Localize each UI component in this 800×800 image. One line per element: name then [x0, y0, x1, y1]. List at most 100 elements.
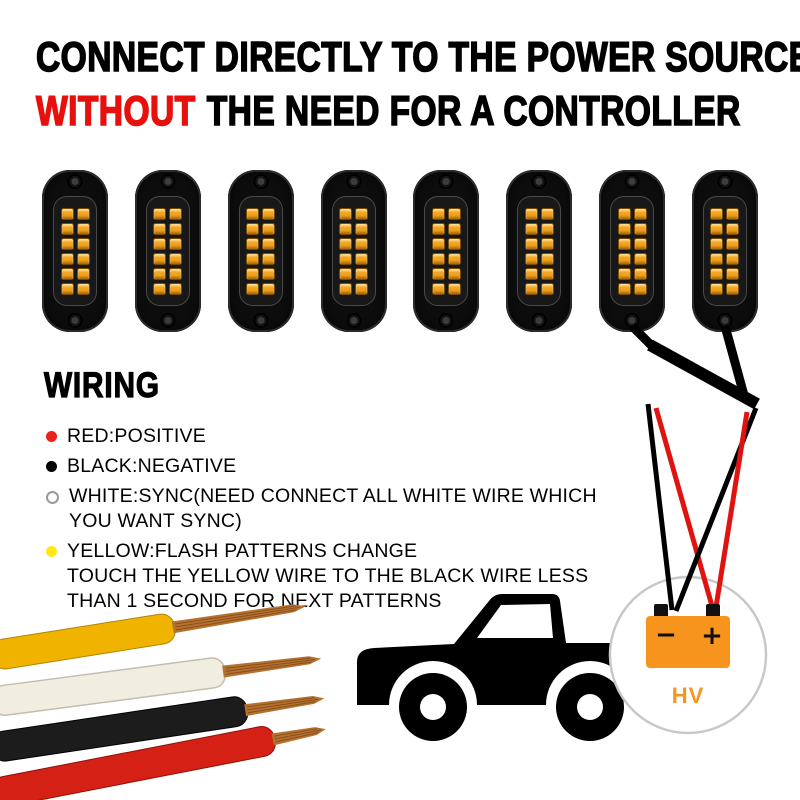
led-chip [447, 267, 461, 280]
led-chip [633, 282, 647, 295]
led-chip [633, 267, 647, 280]
screw-hole-icon [440, 176, 452, 187]
led-grid [617, 207, 647, 295]
wiring-item: RED:POSITIVE [44, 424, 597, 449]
led-chip [76, 282, 90, 295]
led-chip [262, 252, 276, 265]
battery-plus-sign: + [701, 621, 723, 651]
led-chip [169, 282, 183, 295]
led-chip [633, 237, 647, 250]
screw-hole-icon [69, 315, 81, 326]
led-chip [524, 267, 538, 280]
led-chip [355, 237, 369, 250]
led-chip [355, 222, 369, 235]
led-chip [153, 267, 167, 280]
led-chip [524, 237, 538, 250]
led-chip [633, 222, 647, 235]
led-chip [76, 207, 90, 220]
led-chip [153, 252, 167, 265]
led-chip [726, 252, 740, 265]
led-chip [447, 282, 461, 295]
truck-body [357, 594, 658, 705]
led-chip [726, 267, 740, 280]
wiring-item: WHITE:SYNC(NEED CONNECT ALL WHITE WIRE W… [44, 484, 597, 534]
led-grid [246, 207, 276, 295]
led-chip [540, 282, 554, 295]
led-chip [710, 237, 724, 250]
led-chip [617, 282, 631, 295]
module-lens [517, 196, 562, 306]
led-chip [76, 252, 90, 265]
led-chip [355, 267, 369, 280]
led-chip [431, 252, 445, 265]
screw-hole-icon [719, 315, 731, 326]
screw-hole-icon [533, 176, 545, 187]
led-chip [710, 252, 724, 265]
led-chip [633, 252, 647, 265]
battery-hv-label: HV [672, 683, 705, 708]
led-module [599, 170, 666, 332]
led-chip [431, 207, 445, 220]
led-chip [617, 252, 631, 265]
wiring-list: RED:POSITIVE BLACK:NEGATIVE WHITE:SYNC(N… [44, 424, 597, 614]
led-chip [262, 207, 276, 220]
led-grid [339, 207, 369, 295]
headline-line1-text: CONNECT DIRECTLY TO THE POWER SOURCE [35, 32, 800, 81]
led-module [413, 170, 480, 332]
led-chip [60, 207, 74, 220]
truck-rear-hub [577, 694, 603, 720]
wiring-title: WIRING [43, 365, 160, 405]
screw-hole-icon [440, 315, 452, 326]
led-module [42, 170, 108, 332]
screw-hole-icon [162, 176, 174, 187]
led-chip [431, 282, 445, 295]
module-lens [702, 196, 747, 306]
bundle-wire [647, 339, 760, 410]
led-chip [447, 207, 461, 220]
led-chip [339, 237, 353, 250]
led-chip [339, 207, 353, 220]
white-wire [0, 656, 322, 717]
screw-hole-icon [348, 315, 360, 326]
module-lens [238, 196, 283, 306]
led-chip [262, 222, 276, 235]
screw-hole-icon [626, 315, 638, 326]
led-chip [524, 282, 538, 295]
led-chip [339, 252, 353, 265]
led-grid [710, 207, 740, 295]
led-chip [60, 282, 74, 295]
module-lens [424, 196, 469, 306]
led-chip [246, 252, 260, 265]
led-chip [60, 267, 74, 280]
led-chip [246, 282, 260, 295]
led-chip [540, 267, 554, 280]
led-chip [710, 207, 724, 220]
headline-line1: CONNECT DIRECTLY TO THE POWER SOURCE [35, 30, 800, 84]
headline: CONNECT DIRECTLY TO THE POWER SOURCE WIT… [35, 30, 800, 138]
positive-wire [653, 407, 715, 607]
led-chip [60, 237, 74, 250]
negative-wire [645, 403, 675, 611]
led-chip [431, 237, 445, 250]
led-chip [262, 282, 276, 295]
negative-wire [673, 407, 759, 612]
positive-wire [713, 411, 750, 608]
led-chip [262, 237, 276, 250]
led-chip [355, 207, 369, 220]
led-chip [169, 267, 183, 280]
led-chip [633, 207, 647, 220]
led-chip [726, 237, 740, 250]
led-chip [169, 252, 183, 265]
led-chip [540, 207, 554, 220]
led-chip [60, 222, 74, 235]
wiring-item-text: RED:POSITIVE [67, 425, 206, 447]
led-chip [355, 282, 369, 295]
wiring-item: YELLOW:FLASH PATTERNS CHANGE TOUCH THE Y… [44, 539, 597, 614]
led-grid [524, 207, 554, 295]
led-chip [540, 252, 554, 265]
led-chip [76, 222, 90, 235]
led-chip [524, 252, 538, 265]
wires-photo [0, 604, 326, 800]
led-chip [153, 222, 167, 235]
